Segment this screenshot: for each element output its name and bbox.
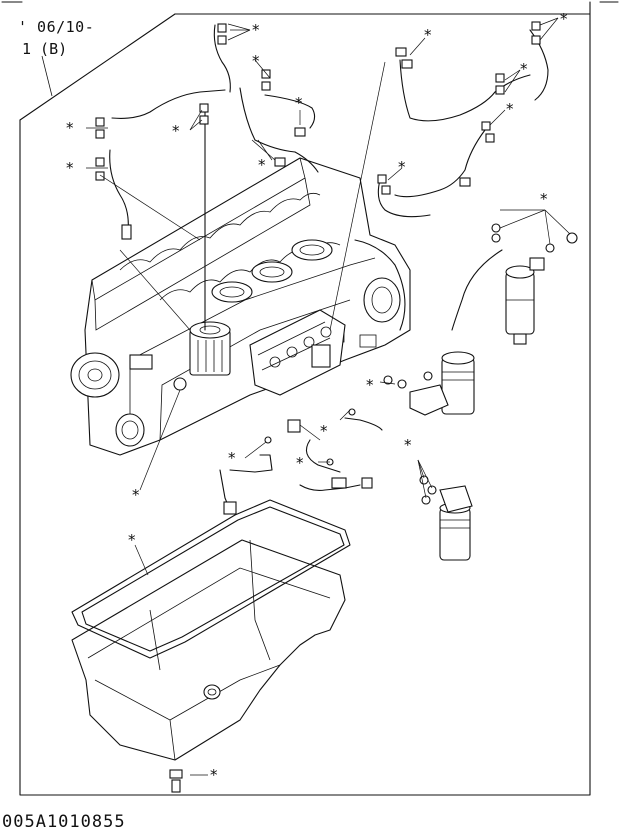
- leader-lines: [86, 17, 559, 776]
- frame-border: [1, 1, 619, 796]
- callout-marker: *: [132, 486, 140, 504]
- fuel-filter-middle: [383, 351, 475, 416]
- callout-marker: *: [560, 10, 568, 28]
- callout-marker: *: [398, 158, 406, 176]
- injector-pipes-right: [377, 21, 549, 218]
- callout-marker: *: [404, 436, 412, 454]
- callout-marker: *: [540, 190, 548, 208]
- model-date-range: ' 06/10-: [18, 18, 95, 36]
- callout-marker: *: [228, 449, 236, 467]
- drawing-code: 005A1010855: [2, 812, 126, 832]
- reference-label: 1 (B): [22, 40, 68, 58]
- callout-marker: *: [128, 531, 136, 549]
- fuel-pipes-lower: [173, 377, 383, 515]
- injection-pump: [249, 309, 346, 396]
- callout-marker: *: [210, 766, 218, 784]
- callout-markers: * * * * * * * * * * * * * * * * * * * * …: [66, 10, 568, 784]
- injector-pipes-left: [95, 23, 319, 331]
- oil-pan-gasket: [71, 499, 351, 659]
- callout-marker: *: [424, 26, 432, 44]
- callout-marker: *: [320, 422, 328, 440]
- callout-marker: *: [252, 21, 260, 39]
- callout-marker: *: [66, 119, 74, 137]
- callout-marker: *: [252, 52, 260, 70]
- callout-marker: *: [66, 159, 74, 177]
- callout-marker: *: [258, 156, 266, 174]
- oil-pan: [71, 539, 346, 793]
- engine-block: [70, 157, 411, 456]
- callout-marker: *: [366, 376, 374, 394]
- oil-filter: [189, 321, 231, 376]
- callout-marker: *: [172, 122, 180, 140]
- callout-marker: *: [520, 60, 528, 78]
- fuel-filter-upper: [451, 209, 578, 345]
- fuel-filter-lower: [419, 475, 473, 561]
- callout-marker: *: [295, 94, 303, 112]
- callout-marker: *: [506, 100, 514, 118]
- callout-marker: *: [296, 454, 304, 472]
